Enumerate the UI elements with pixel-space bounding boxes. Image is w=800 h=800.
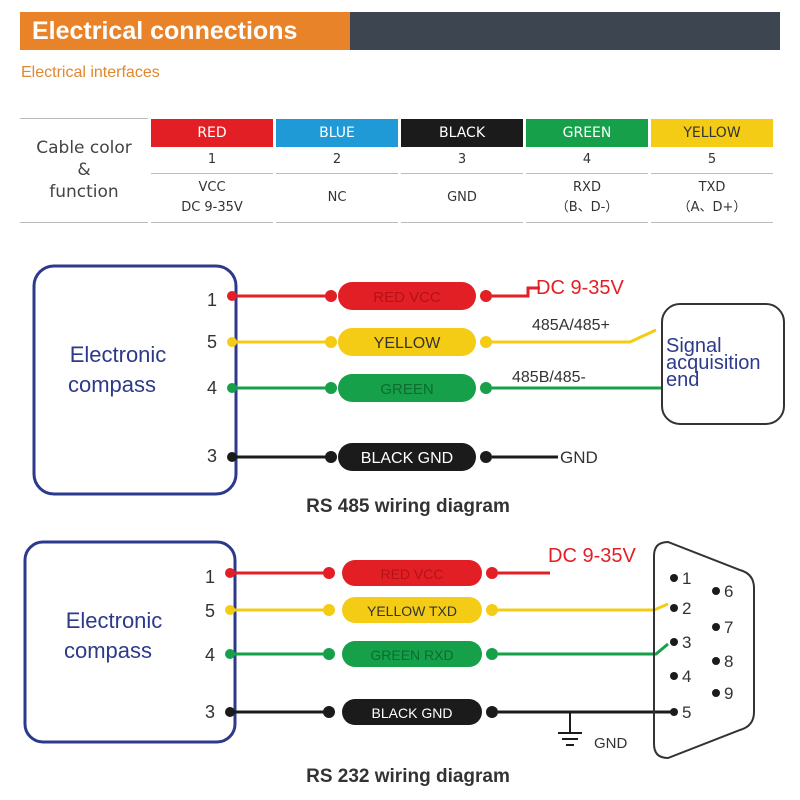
color-cell-red: RED [148, 118, 275, 147]
section-title: Electrical connections [20, 12, 350, 50]
db9-pin-label: 5 [682, 703, 691, 722]
rs485-device-label: compass [68, 372, 156, 397]
db9-pin-dot [670, 672, 678, 680]
rs485-b-label: 485B/485- [512, 369, 586, 386]
rs485-wire-label: BLACK GND [361, 450, 453, 467]
pin-number-cell: 2 [273, 146, 400, 174]
db9-pin-label: 9 [724, 684, 733, 703]
ground-icon [558, 712, 582, 746]
rs485-diagram: Electronic compass 1 5 4 3 RED VCC DC 9-… [32, 264, 785, 517]
rs232-wire-red: RED VCC [225, 560, 550, 586]
rs485-device-label: Electronic [70, 342, 167, 367]
row-header-line: & [77, 160, 91, 181]
function-cell: RXD （B、D-） [523, 173, 650, 223]
pin-number-cell: 1 [148, 146, 275, 174]
function-line: VCC [198, 179, 226, 195]
rs485-wire-black: BLACK GND [227, 443, 558, 471]
row-header-line: Cable color [36, 138, 132, 159]
section-header-bar: Electrical connections [20, 12, 780, 50]
color-cell-black: BLACK [398, 118, 525, 147]
rs232-wire-label: RED VCC [380, 566, 443, 582]
db9-pin-dot [670, 574, 678, 582]
db9-pin-dot [712, 587, 720, 595]
signal-acquisition-box [661, 303, 785, 425]
db9-connector-outline [653, 540, 755, 760]
rs232-pin-number: 1 [205, 567, 215, 587]
section-subtitle: Electrical interfaces [21, 64, 160, 81]
rs232-power-label: DC 9-35V [548, 545, 636, 567]
rs232-wire-label: BLACK GND [372, 705, 453, 721]
rs232-device-label: Electronic [66, 608, 163, 633]
rs485-pin-number: 1 [207, 290, 217, 310]
rs232-pin-number: 5 [205, 601, 215, 621]
function-cell: VCC DC 9-35V [148, 173, 275, 223]
db9-pin-label: 1 [682, 569, 691, 588]
rs485-device-box [32, 264, 238, 496]
function-cell: GND [398, 173, 525, 223]
function-line: GND [447, 189, 477, 205]
db9-pin-dot [670, 638, 678, 646]
db9-pin-label: 2 [682, 599, 691, 618]
rs232-device-box [23, 540, 237, 744]
cable-table: Cable color & function RED BLUE BLACK GR… [20, 118, 773, 223]
rs232-gnd-label: GND [594, 735, 628, 752]
db9-pin-label: 7 [724, 618, 733, 637]
rs485-pin-number: 4 [207, 378, 217, 398]
rs232-wire-black: BLACK GND [225, 699, 676, 725]
function-cell: NC [273, 173, 400, 223]
function-cell: TXD （A、D+） [648, 173, 773, 223]
db9-pin-dot [712, 623, 720, 631]
rs232-wire-yellow: YELLOW TXD [225, 597, 669, 623]
pin-number-cell: 5 [648, 146, 773, 174]
row-header-line: function [49, 182, 119, 203]
rs232-pin-number: 3 [205, 702, 215, 722]
db9-pin-label: 3 [682, 633, 691, 652]
pin-number-cell: 4 [523, 146, 650, 174]
rs485-wire-yellow: YELLOW [227, 328, 657, 356]
rs485-gnd-label: GND [560, 448, 598, 467]
rs485-wire-label: YELLOW [374, 335, 442, 352]
rs485-pin-number: 5 [207, 332, 217, 352]
rs232-device-label: compass [64, 638, 152, 663]
rs232-pin-number: 4 [205, 645, 215, 665]
rs232-wire-label: GREEN RXD [370, 647, 453, 663]
db9-pin-label: 4 [682, 667, 691, 686]
db9-pin-dot [670, 604, 678, 612]
function-line: NC [327, 189, 347, 205]
db9-pins: 1 2 3 4 5 6 7 8 9 [670, 569, 733, 722]
signal-acquisition-label: end [666, 369, 699, 391]
rs485-wire-label: GREEN [380, 381, 433, 398]
pin-number-cell: 3 [398, 146, 525, 174]
db9-pin-dot [712, 689, 720, 697]
signal-acquisition-label: acquisition [666, 352, 761, 374]
rs485-pin-number: 3 [207, 446, 217, 466]
db9-pin-dot [712, 657, 720, 665]
rs485-a-label: 485A/485+ [532, 317, 610, 334]
rs232-wire-label: YELLOW TXD [367, 603, 457, 619]
db9-pin-label: 8 [724, 652, 733, 671]
db9-pin-dot [670, 708, 678, 716]
function-line: （B、D-） [555, 199, 619, 215]
color-cell-yellow: YELLOW [648, 118, 773, 147]
rs232-caption: RS 232 wiring diagram [306, 766, 510, 787]
color-cell-green: GREEN [523, 118, 650, 147]
signal-acquisition-label: Signal [666, 335, 722, 357]
rs485-wire-red: RED VCC [227, 282, 540, 310]
function-line: （A、D+） [677, 199, 747, 215]
function-line: DC 9-35V [181, 199, 243, 215]
rs232-wire-green: GREEN RXD [225, 641, 669, 667]
rs485-caption: RS 485 wiring diagram [306, 496, 510, 517]
color-cell-blue: BLUE [273, 118, 400, 147]
function-line: RXD [573, 179, 601, 195]
rs485-wire-green: GREEN [227, 374, 662, 402]
db9-pin-label: 6 [724, 582, 733, 601]
function-line: TXD [698, 179, 726, 195]
rs485-wire-label: RED VCC [373, 289, 441, 306]
rs232-diagram: Electronic compass 1 5 4 3 RED VCC DC 9-… [23, 540, 755, 787]
table-row-header: Cable color & function [20, 118, 150, 223]
rs485-power-label: DC 9-35V [536, 277, 624, 299]
